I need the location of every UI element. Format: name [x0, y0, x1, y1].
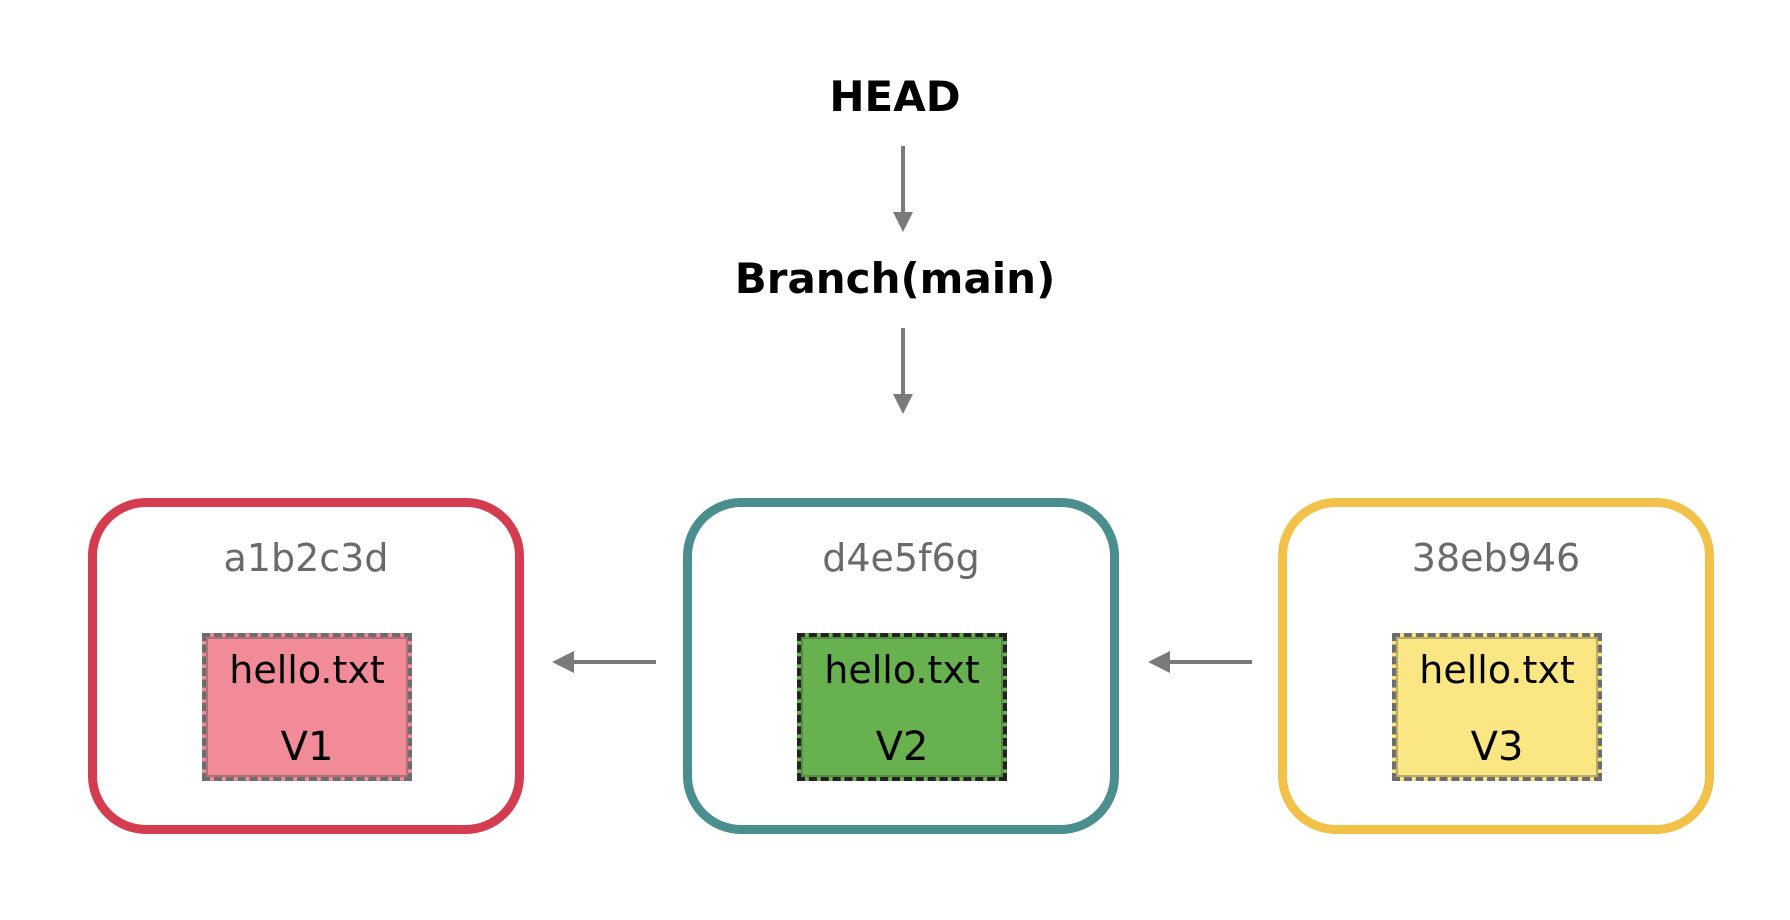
arrow-head-icon	[893, 394, 913, 414]
commit-hash: 38eb946	[1411, 536, 1581, 580]
file-version: V1	[280, 724, 334, 770]
arrow-head-icon	[1148, 651, 1170, 673]
file-version: V3	[1470, 724, 1524, 770]
arrow-shaft	[901, 146, 905, 214]
commit-3-to-commit-2-arrow	[1148, 651, 1252, 673]
file-name: hello.txt	[824, 648, 980, 692]
commit-hash: d4e5f6g	[822, 536, 980, 580]
commit-node-1: a1b2c3d hello.txt V1	[88, 498, 524, 834]
file-snapshot: hello.txt V2	[797, 633, 1007, 781]
head-label: HEAD	[829, 72, 961, 121]
file-snapshot: hello.txt V3	[1392, 633, 1602, 781]
arrow-head-icon	[893, 212, 913, 232]
commit-node-3: 38eb946 hello.txt V3	[1278, 498, 1714, 834]
file-version: V2	[875, 724, 929, 770]
commit-node-2: d4e5f6g hello.txt V2	[683, 498, 1119, 834]
head-to-branch-arrow	[893, 146, 913, 232]
commit-hash: a1b2c3d	[223, 536, 389, 580]
arrow-head-icon	[552, 651, 574, 673]
arrow-shaft	[570, 660, 656, 664]
file-snapshot: hello.txt V1	[202, 633, 412, 781]
commit-2-to-commit-1-arrow	[552, 651, 656, 673]
file-name: hello.txt	[229, 648, 385, 692]
file-name: hello.txt	[1419, 648, 1575, 692]
arrow-shaft	[1166, 660, 1252, 664]
branch-to-commit-arrow	[893, 328, 913, 414]
arrow-shaft	[901, 328, 905, 396]
branch-label: Branch(main)	[734, 254, 1056, 303]
